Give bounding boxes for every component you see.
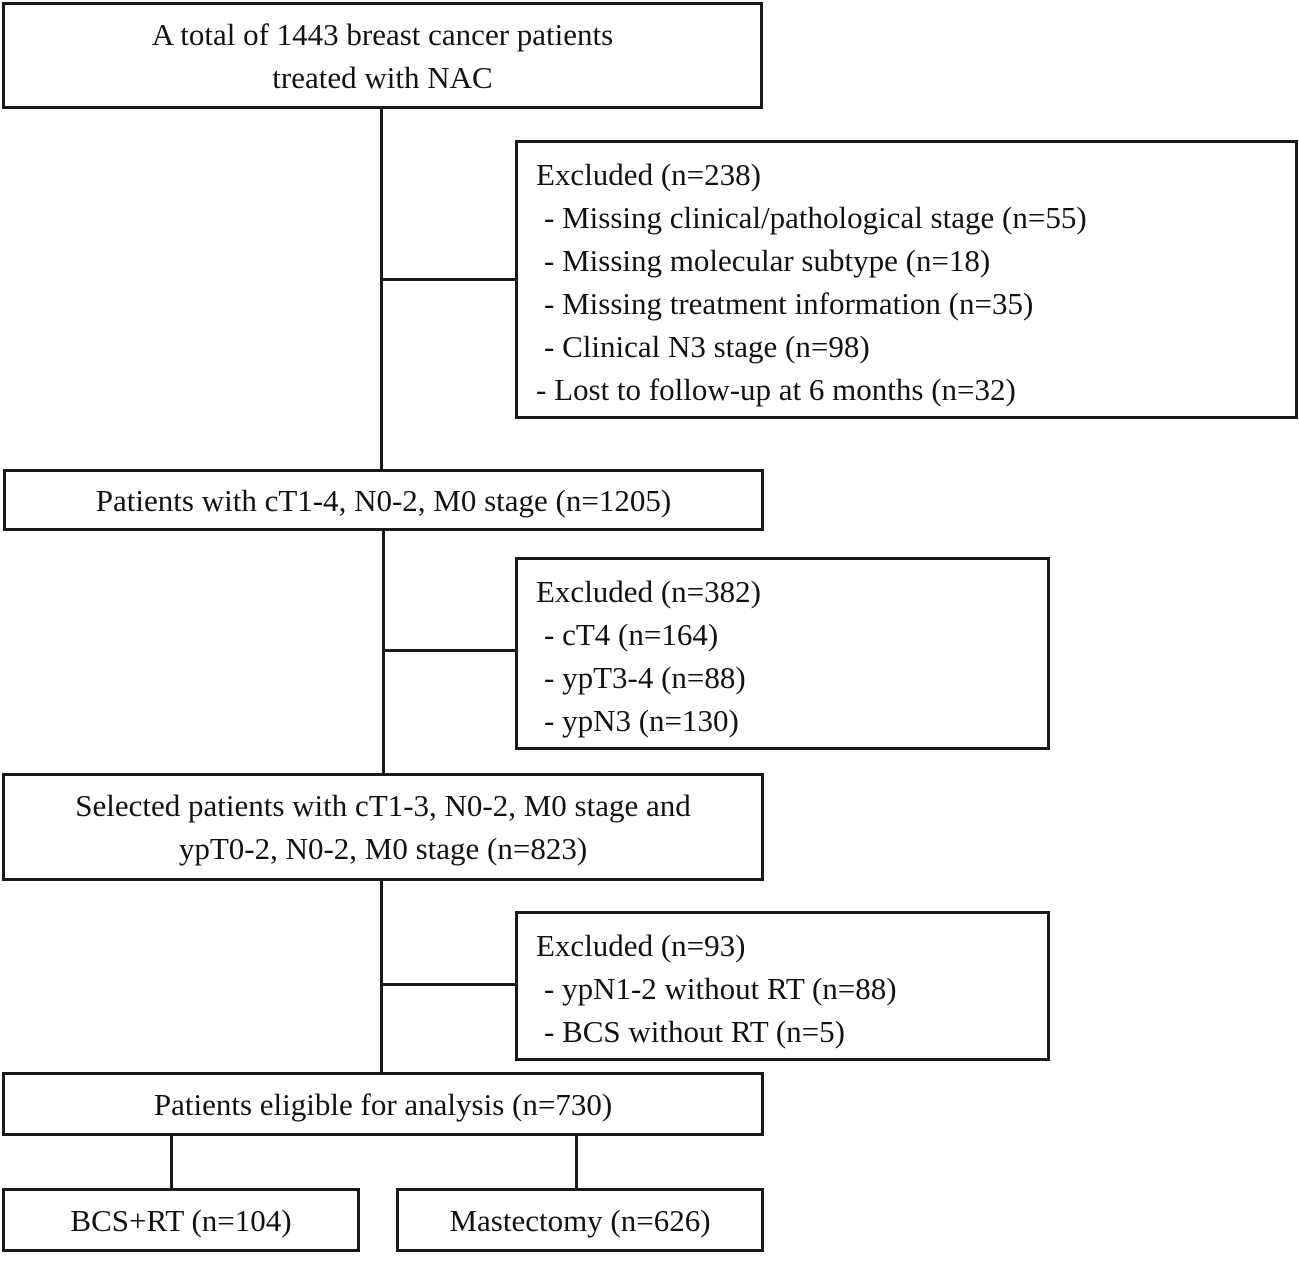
group-left-label: BCS+RT (n=104) <box>70 1202 292 1238</box>
start-line-2: treated with NAC <box>272 59 493 95</box>
exclusion-2-item: - ypN3 (n=130) <box>544 703 739 738</box>
exclusion-2-item: - cT4 (n=164) <box>544 617 719 652</box>
connector-branch-left <box>170 1134 173 1190</box>
exclusion-1-title: Excluded (n=238) <box>536 157 761 192</box>
connector-exclusion-3 <box>380 983 516 986</box>
exclusion-2-title: Excluded (n=382) <box>536 574 761 609</box>
group-box-bcs-rt: BCS+RT (n=104) <box>2 1188 360 1252</box>
connector-exclusion-1 <box>380 278 516 281</box>
eligible-box: Patients eligible for analysis (n=730) <box>2 1072 764 1136</box>
step-2-line-1: Patients with cT1-4, N0-2, M0 stage (n=1… <box>95 482 672 518</box>
start-line-1: A total of 1443 breast cancer patients <box>151 16 614 52</box>
start-box: A total of 1443 breast cancer patients t… <box>2 2 763 109</box>
connector-exclusion-2 <box>382 649 516 652</box>
exclusion-3-item: - BCS without RT (n=5) <box>544 1014 845 1049</box>
exclusion-1-item: - Missing clinical/pathological stage (n… <box>544 200 1087 235</box>
exclusion-1-item: - Lost to follow-up at 6 months (n=32) <box>536 372 1016 407</box>
step-3-line-1: Selected patients with cT1-3, N0-2, M0 s… <box>75 788 691 823</box>
connector-branch-right <box>575 1134 578 1190</box>
step-3-box: Selected patients with cT1-3, N0-2, M0 s… <box>2 773 764 881</box>
group-box-mastectomy: Mastectomy (n=626) <box>396 1188 764 1252</box>
exclusion-1-item: - Missing treatment information (n=35) <box>544 286 1034 321</box>
exclusion-box-1: Excluded (n=238) - Missing clinical/path… <box>515 140 1298 419</box>
connector-main-1 <box>380 107 383 470</box>
exclusion-3-title: Excluded (n=93) <box>536 928 746 963</box>
connector-main-3 <box>380 879 383 1074</box>
step-2-box: Patients with cT1-4, N0-2, M0 stage (n=1… <box>3 469 764 531</box>
connector-main-2 <box>382 529 385 775</box>
exclusion-1-item: - Clinical N3 stage (n=98) <box>544 329 870 364</box>
exclusion-3-item: - ypN1-2 without RT (n=88) <box>544 971 897 1006</box>
exclusion-2-item: - ypT3-4 (n=88) <box>544 660 746 695</box>
group-right-label: Mastectomy (n=626) <box>449 1202 711 1238</box>
step-3-line-2: ypT0-2, N0-2, M0 stage (n=823) <box>178 831 588 866</box>
eligible-line-1: Patients eligible for analysis (n=730) <box>153 1086 613 1122</box>
exclusion-box-3: Excluded (n=93) - ypN1-2 without RT (n=8… <box>515 911 1050 1061</box>
exclusion-1-item: - Missing molecular subtype (n=18) <box>544 243 991 278</box>
exclusion-box-2: Excluded (n=382) - cT4 (n=164) - ypT3-4 … <box>515 557 1050 750</box>
